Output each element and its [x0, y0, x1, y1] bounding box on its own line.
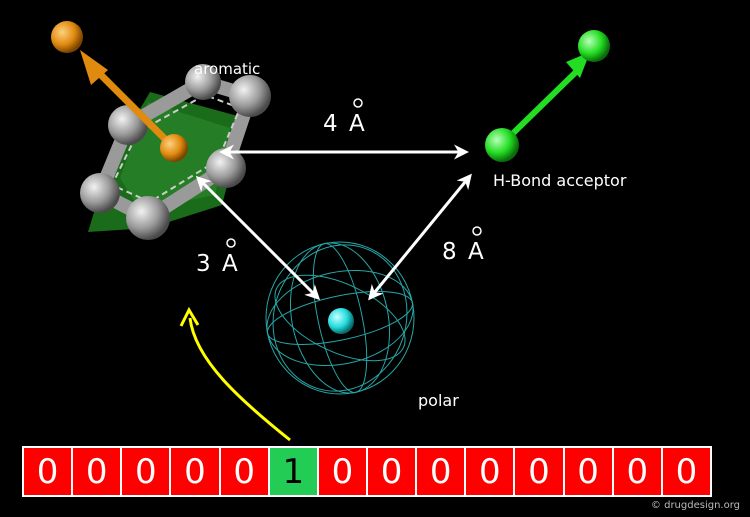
fingerprint-bit: 0	[662, 448, 710, 495]
distance-label-top: 4 A	[323, 98, 365, 137]
fingerprint-bit: 1	[269, 448, 317, 495]
aromatic-label: aromatic	[194, 60, 260, 78]
angstrom-symbol: A	[349, 111, 365, 137]
angstrom-ring	[472, 226, 482, 236]
ring-atom	[126, 196, 170, 240]
ring-atom	[229, 75, 271, 117]
distance-value: 4	[323, 111, 338, 137]
fingerprint-bit: 0	[122, 448, 170, 495]
distance-arrow-right	[368, 173, 472, 301]
distance-arrow-left	[195, 175, 321, 301]
hbond-tip-sphere	[578, 30, 610, 62]
yellow-arrow	[188, 317, 291, 442]
ring-atom	[185, 64, 221, 100]
angstrom-symbol: A	[222, 251, 238, 277]
fingerprint-bit: 0	[466, 448, 514, 495]
hbond-acceptor-vector	[485, 30, 610, 162]
hbond-acceptor-label: H-Bond acceptor	[493, 171, 627, 190]
angstrom-symbol: A	[468, 239, 484, 265]
distance-value: 8	[442, 239, 457, 265]
polar-label: polar	[418, 391, 459, 410]
angstrom-ring	[226, 238, 236, 248]
fingerprint-bit: 0	[613, 448, 661, 495]
aromatic-normal-vector	[51, 21, 188, 162]
hbond-acceptor-sphere	[485, 128, 519, 162]
yellow-arrowhead	[179, 306, 200, 327]
aromatic-center-sphere	[160, 134, 188, 162]
fingerprint-bit: 0	[318, 448, 366, 495]
orange-arrowhead	[80, 50, 108, 85]
polar-sphere	[265, 241, 415, 395]
credit-text: © drugdesign.org	[650, 500, 740, 511]
fingerprint-bit: 0	[73, 448, 121, 495]
angstrom-ring	[353, 98, 363, 108]
ring-atom	[206, 148, 246, 188]
fingerprint-bit: 0	[24, 448, 72, 495]
fingerprint-bit: 0	[564, 448, 612, 495]
green-arrowhead	[566, 52, 590, 78]
fingerprint-bit: 0	[367, 448, 416, 495]
ring-atom	[108, 105, 148, 145]
aromatic-tip-sphere	[51, 21, 83, 53]
fingerprint-bit: 0	[417, 448, 465, 495]
polar-center-sphere	[328, 308, 354, 334]
distance-label-left: 3 A	[196, 238, 238, 277]
distance-label-right: 8 A	[442, 226, 484, 265]
fingerprint-bit: 0	[515, 448, 563, 495]
ring-atom	[80, 173, 120, 213]
fingerprint-bit: 0	[171, 448, 219, 495]
distance-value: 3	[196, 251, 211, 277]
fingerprint-bit: 0	[220, 448, 268, 495]
